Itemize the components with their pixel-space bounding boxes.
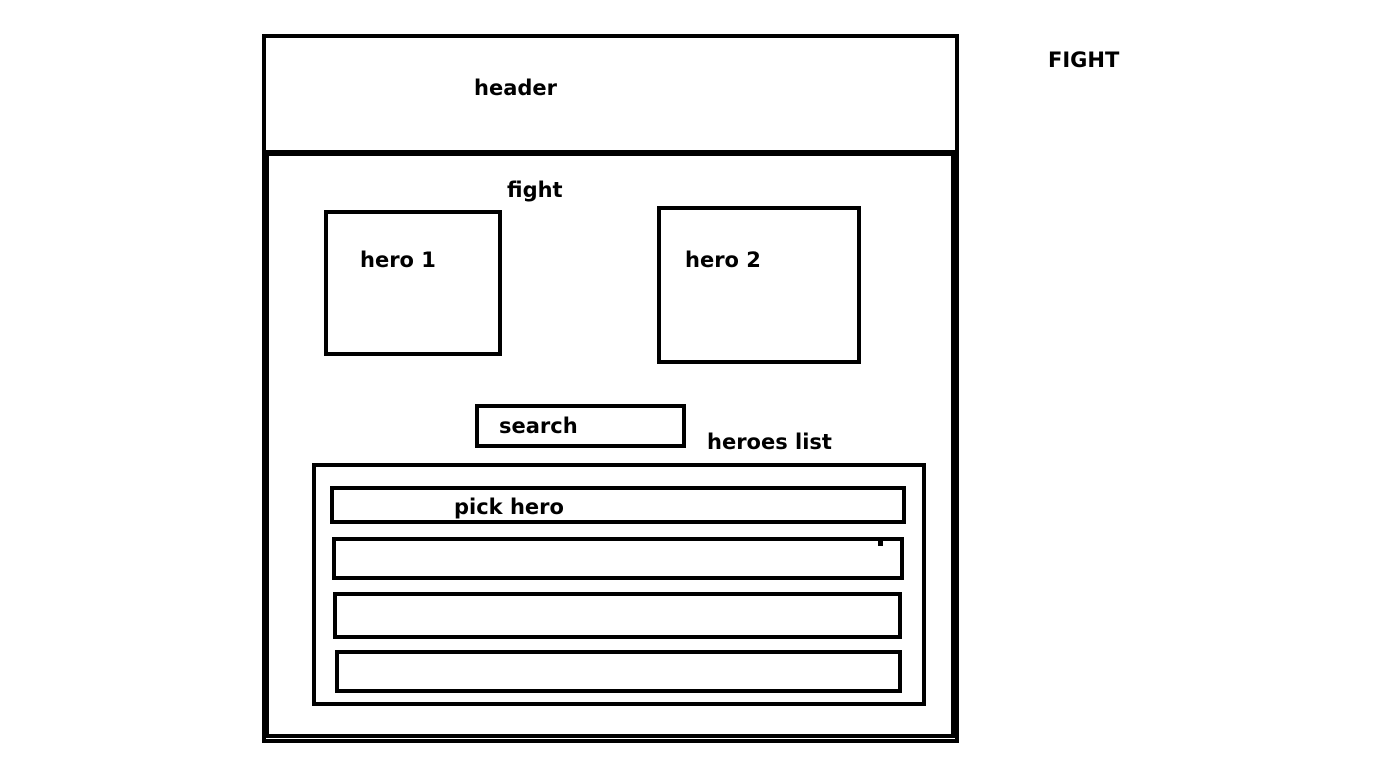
list-item[interactable] bbox=[335, 650, 902, 693]
search-input[interactable] bbox=[475, 404, 686, 448]
hero-1-label: hero 1 bbox=[360, 248, 436, 272]
search-label: search bbox=[499, 414, 578, 438]
header-label: header bbox=[474, 76, 557, 100]
heroes-list-title: heroes list bbox=[707, 430, 832, 454]
list-item-label: pick hero bbox=[454, 495, 564, 519]
fight-container bbox=[265, 152, 955, 738]
hero-1-panel[interactable] bbox=[324, 210, 502, 356]
fight-label: fight bbox=[507, 178, 563, 202]
stray-mark bbox=[878, 541, 883, 546]
header-box bbox=[262, 34, 959, 154]
heroes-list bbox=[312, 463, 926, 706]
list-item[interactable] bbox=[330, 486, 906, 524]
page-title: FIGHT bbox=[1048, 48, 1120, 72]
list-item[interactable] bbox=[333, 592, 902, 639]
hero-2-panel[interactable] bbox=[657, 206, 861, 364]
list-item[interactable] bbox=[332, 537, 904, 580]
hero-2-label: hero 2 bbox=[685, 248, 761, 272]
